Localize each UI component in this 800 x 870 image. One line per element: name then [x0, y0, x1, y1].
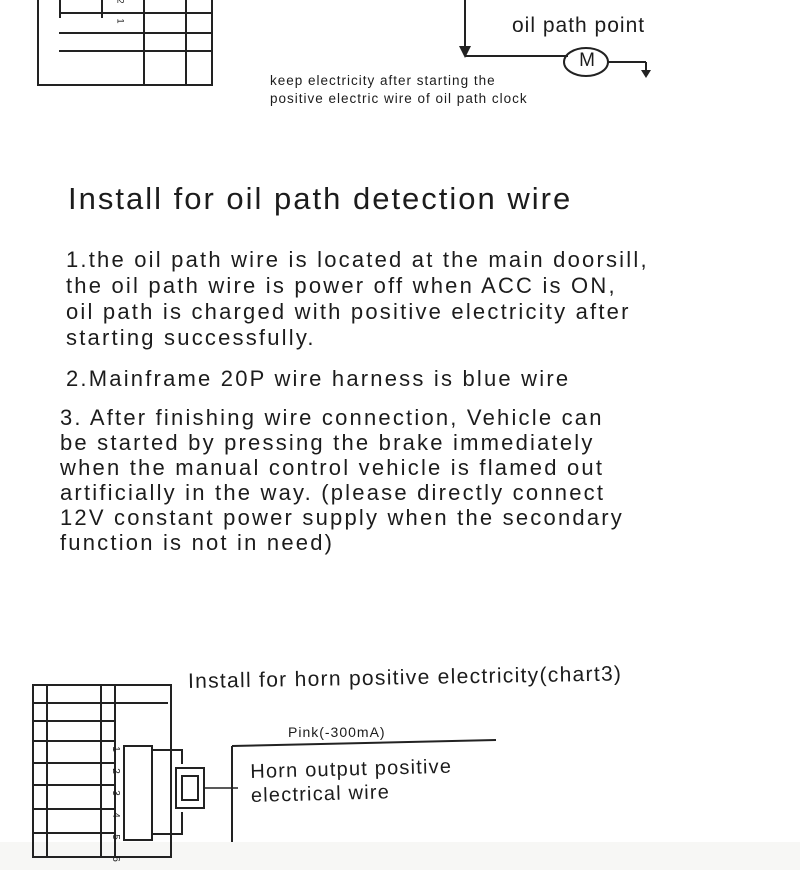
instruction-3: 3. After finishing wire connection, Vehi… [60, 405, 624, 555]
connector-block-top [37, 0, 213, 86]
top-pin-label: 1 [115, 18, 126, 24]
diagram-note-line-2: positive electric wire of oil path clock [270, 91, 528, 106]
instruction-1-line: starting successfully. [66, 325, 316, 350]
oil-path-point-label: oil path point [512, 14, 646, 37]
oil-path-wiring-symbol [459, 0, 651, 78]
instruction-3-line: be started by pressing the brake immedia… [60, 430, 595, 455]
section-title: Install for oil path detection wire [68, 181, 573, 216]
instruction-2: 2.Mainframe 20P wire harness is blue wir… [66, 366, 570, 392]
diagram-note-line-1: keep electricity after starting the [270, 73, 496, 88]
instruction-2-line: 2.Mainframe 20P wire harness is blue wir… [66, 366, 571, 391]
motor-symbol-label: M [579, 50, 595, 71]
instruction-3-line: when the manual control vehicle is flame… [60, 455, 605, 480]
instruction-3-line: function is not in need) [60, 530, 335, 555]
instruction-1-line: the oil path wire is power off when ACC … [66, 273, 617, 298]
horn-wire-label: Horn output positive electrical wire [250, 755, 453, 808]
top-pin-label-2: 2 [115, 0, 126, 4]
instruction-3-line: artificially in the way. (please directl… [60, 480, 606, 505]
instruction-1-line: 1.the oil path wire is located at the ma… [66, 247, 649, 272]
instruction-3-line: 12V constant power supply when the secon… [60, 505, 624, 530]
instruction-1: 1.the oil path wire is located at the ma… [66, 247, 649, 351]
wire-color-note: Pink(-300mA) [288, 724, 386, 740]
page-background [0, 0, 800, 842]
horn-wire-leader-line [231, 739, 497, 842]
pin-number: 6 [110, 856, 121, 862]
instruction-1-line: oil path is charged with positive electr… [66, 299, 631, 324]
diagram-note: keep electricity after starting the posi… [270, 72, 528, 108]
horn-wire-connector [123, 745, 238, 841]
instruction-3-line: 3. After finishing wire connection, Vehi… [60, 405, 604, 430]
